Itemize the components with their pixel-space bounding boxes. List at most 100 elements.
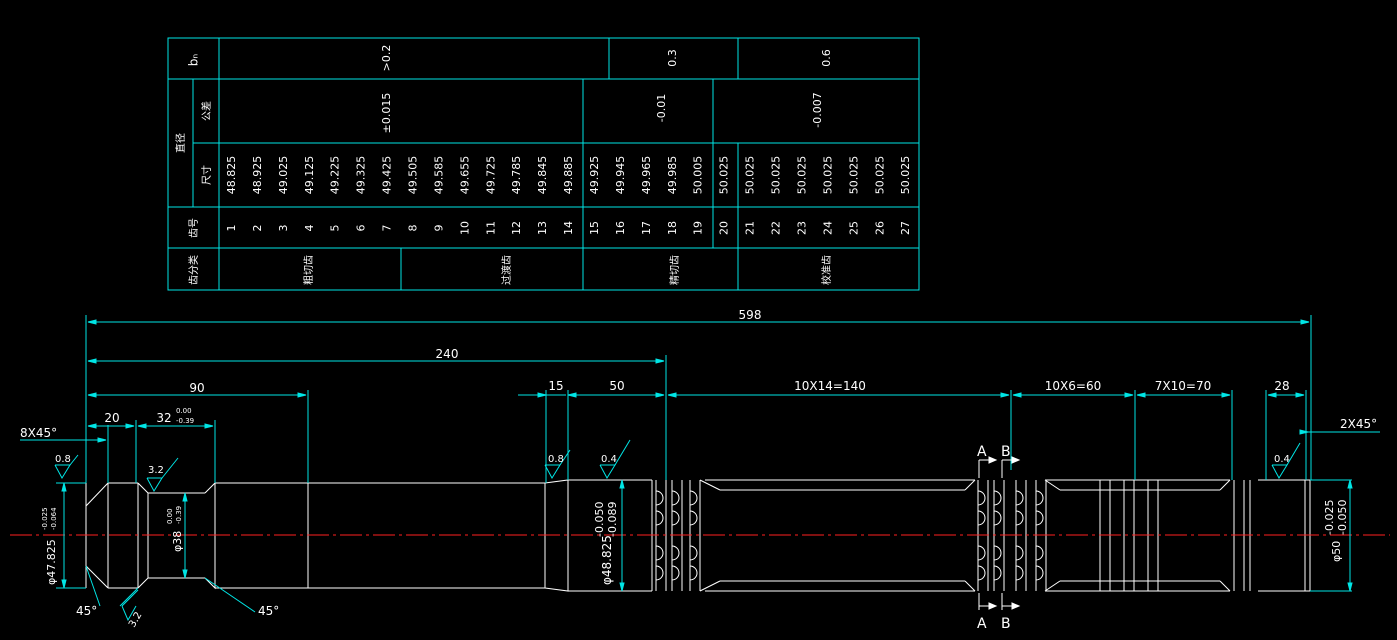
- tooth-number-cell: 25: [847, 221, 860, 235]
- tooth-groove: [689, 565, 698, 581]
- tooth-groove: [1035, 545, 1044, 561]
- roughness-symbols: [54, 439, 1301, 622]
- tooth-number-cell: 20: [718, 221, 731, 235]
- dim-dia-shank: φ47.825: [45, 539, 58, 585]
- dim-neck-width-tol-lower: -0.39: [176, 417, 194, 425]
- tooth-groove: [977, 565, 986, 581]
- size-cell: 49.585: [432, 156, 445, 195]
- tooth-groove: [1015, 565, 1024, 581]
- table-labels: bₙ 直径 公差 尺寸 齿号 齿分类 >0.2 0.3 0.6 ±0.015 -…: [174, 45, 833, 285]
- tooth-number-cell: 4: [303, 225, 316, 232]
- tooth-number-cell: 12: [510, 221, 523, 235]
- tooth-number-cell: 5: [329, 225, 342, 232]
- tooth-groove: [689, 490, 698, 506]
- dim-transition-teeth: 10X6=60: [1045, 379, 1101, 393]
- dim-dia-neck: φ38: [171, 531, 184, 552]
- tooth-number-cell: 22: [770, 221, 783, 235]
- tooth-parameter-table: [167, 37, 920, 291]
- bn-value: 0.6: [820, 49, 833, 67]
- tooth-groove: [671, 510, 680, 526]
- tooth-number-cell: 18: [666, 221, 679, 235]
- section-marks: [978, 456, 1021, 610]
- dim-neck-offset: 20: [104, 411, 119, 425]
- dim-dia-rear-guide-tol-upper: -0.025: [1323, 500, 1336, 535]
- size-cell: 50.025: [873, 156, 886, 195]
- dim-angle-2: 45°: [258, 604, 279, 618]
- size-cell: 49.945: [614, 156, 627, 195]
- tooth-number-cell: 27: [899, 221, 912, 235]
- tooth-number-cell: 1: [225, 225, 238, 232]
- tolerance-value: ±0.015: [380, 93, 393, 134]
- tooth-groove: [1015, 490, 1024, 506]
- tooth-groove: [993, 490, 1002, 506]
- tooth-number-cell: 14: [562, 221, 575, 235]
- size-cell: 50.025: [718, 156, 731, 195]
- dim-dia-neck-tol-lower: -0.39: [175, 506, 183, 524]
- dim-chamfer-front: 8X45°: [20, 426, 57, 440]
- tooth-number-cell: 23: [795, 221, 808, 235]
- dim-guide-long: 50: [609, 379, 624, 393]
- dim-dia-front-guide-tol-lower: -0.089: [606, 502, 619, 537]
- size-cell: 49.125: [303, 156, 316, 195]
- tolerance-label: 公差: [200, 101, 213, 121]
- tolerance-value: -0.01: [655, 94, 668, 122]
- tooth-type: 精切齿: [668, 255, 681, 285]
- tooth-number-cell: 10: [458, 221, 471, 235]
- tooth-groove: [964, 479, 976, 491]
- section-a-top: A: [977, 444, 987, 460]
- tooth-groove: [655, 565, 664, 581]
- tooth-groove: [1035, 510, 1044, 526]
- tooth-type-label: 齿分类: [187, 255, 200, 285]
- tooth-no-label: 齿号: [188, 218, 200, 238]
- tooth-groove: [964, 580, 976, 592]
- dim-angle-1: 45°: [76, 604, 97, 618]
- tooth-groove: [1035, 490, 1044, 506]
- dim-finish-teeth: 7X10=70: [1155, 379, 1211, 393]
- section-b-bottom: B: [1001, 616, 1011, 632]
- tolerance-value: -0.007: [811, 92, 824, 127]
- section-b-top: B: [1001, 444, 1011, 460]
- bn-value: >0.2: [380, 45, 393, 72]
- dim-shank-length: 90: [189, 381, 204, 395]
- size-cell: 50.025: [821, 156, 834, 195]
- dim-rough-teeth: 10X14=140: [794, 379, 866, 393]
- size-cell: 50.025: [795, 156, 808, 195]
- bn-value: 0.3: [666, 49, 679, 67]
- tooth-groove: [1219, 479, 1231, 491]
- tooth-groove: [671, 565, 680, 581]
- bn-label: bₙ: [187, 54, 201, 67]
- tooth-type: 过渡齿: [500, 255, 513, 285]
- tooth-groove: [1044, 479, 1061, 491]
- dim-dia-front-guide-tol-upper: -0.050: [593, 502, 606, 537]
- dim-overall-length: 598: [739, 308, 762, 322]
- table-columns: 48.825148.925249.025349.125449.225549.32…: [225, 156, 912, 235]
- tooth-groove: [977, 510, 986, 526]
- dim-dia-neck-tol-upper: 0.00: [166, 508, 174, 524]
- dim-chamfer-rear: 2X45°: [1340, 417, 1377, 431]
- roughness-r1: 0.8: [55, 454, 71, 465]
- size-cell: 49.225: [329, 156, 342, 195]
- size-cell: 50.025: [770, 156, 783, 195]
- size-cell: 49.025: [277, 156, 290, 195]
- size-cell: 50.025: [847, 156, 860, 195]
- tooth-groove: [1035, 565, 1044, 581]
- dim-dia-front-guide: φ48.825: [600, 535, 614, 585]
- tooth-groove: [671, 545, 680, 561]
- tooth-groove: [993, 565, 1002, 581]
- size-cell: 48.825: [225, 156, 238, 195]
- tooth-groove: [1044, 580, 1061, 592]
- tooth-groove: [699, 580, 721, 592]
- dim-rear-guide: 28: [1274, 379, 1289, 393]
- tooth-groove: [977, 545, 986, 561]
- tooth-number-cell: 26: [873, 221, 886, 235]
- tooth-number-cell: 11: [484, 221, 497, 235]
- tooth-number-cell: 6: [355, 225, 368, 232]
- size-cell: 49.965: [640, 156, 653, 195]
- tooth-groove: [993, 545, 1002, 561]
- tooth-number-cell: 16: [614, 221, 627, 235]
- diameter-label: 直径: [174, 133, 187, 153]
- dim-dia-shank-tol-lower: -0.064: [50, 507, 58, 530]
- size-cell: 49.985: [666, 156, 679, 195]
- size-cell: 49.845: [536, 156, 549, 195]
- dim-dia-shank-tol-upper: -0.025: [41, 507, 49, 530]
